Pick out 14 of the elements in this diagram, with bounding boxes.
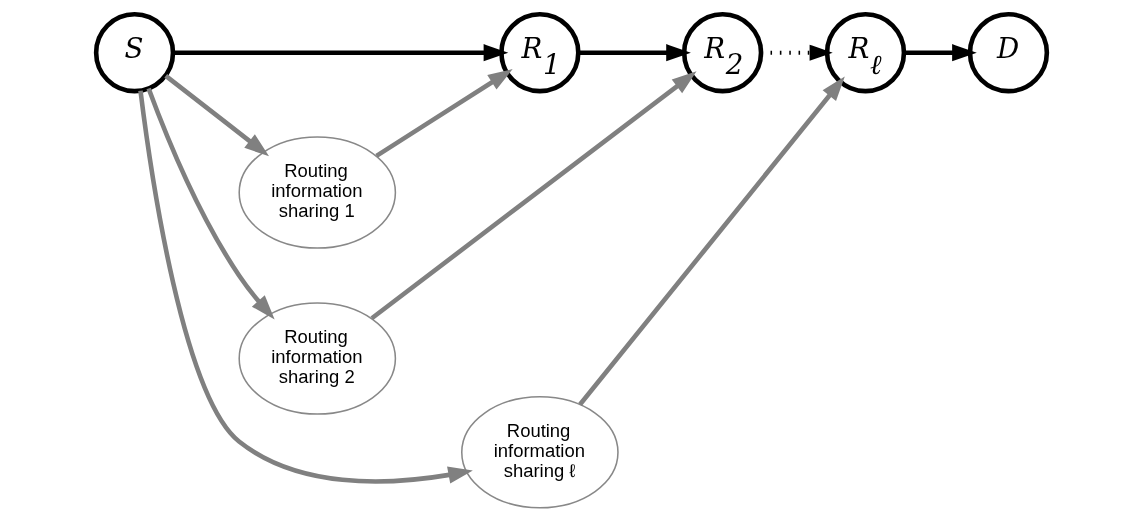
arrow [578, 44, 691, 62]
arrow [172, 44, 508, 62]
arrow [374, 69, 513, 158]
node-ellipse: Routing information sharing 2 [237, 302, 396, 415]
arrow [369, 71, 697, 321]
arrow [577, 76, 845, 406]
node-circle: D [967, 12, 1049, 94]
arrow [761, 44, 833, 61]
node-circle: S [93, 12, 175, 94]
node-ellipse: Routing information sharing ℓ [460, 396, 619, 509]
arrow [145, 87, 275, 320]
arrow [904, 44, 977, 62]
arrow [163, 74, 269, 157]
arrow [137, 90, 473, 484]
